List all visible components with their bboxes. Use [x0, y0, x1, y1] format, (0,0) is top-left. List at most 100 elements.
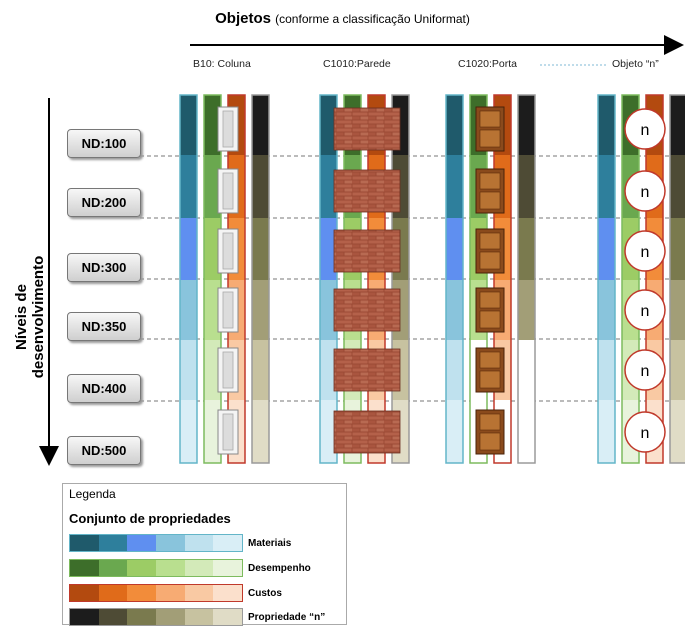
property-cell-materials: [320, 218, 337, 280]
door-panel: [479, 432, 501, 451]
door-panel: [479, 110, 501, 128]
legend-swatch-materials: [69, 534, 243, 552]
property-cell-property-n: [670, 218, 685, 280]
property-cell-materials: [180, 95, 197, 155]
door-panel: [479, 129, 501, 148]
legend-swatch-cell: [184, 609, 214, 625]
diagram-title: Objetos (conforme a classificação Unifor…: [0, 10, 685, 27]
n-circle-icon: [624, 411, 666, 453]
property-cell-materials: [446, 400, 463, 463]
n-circle-icon: [624, 230, 666, 272]
object-stack-column: [179, 94, 270, 464]
legend-subtitle: Conjunto de propriedades: [69, 511, 231, 526]
property-bar-costs: [367, 94, 386, 464]
property-cell-materials: [446, 280, 463, 340]
legend-swatch-cell: [184, 535, 214, 551]
legend-swatch-cell: [156, 560, 185, 576]
property-cell-materials: [598, 155, 615, 218]
property-cell-property-n: [518, 95, 535, 155]
legend: Legenda Conjunto de propriedades Materia…: [62, 483, 347, 626]
brick-wall-icon: [333, 229, 401, 273]
property-cell-property-n: [252, 95, 269, 155]
door-panel: [479, 291, 501, 309]
property-cell-property-n: [670, 340, 685, 400]
n-circle-label: n: [641, 122, 650, 139]
property-bar-property-n: [251, 94, 270, 464]
property-cell-materials: [320, 95, 337, 155]
brick-wall-icon: [333, 288, 401, 332]
property-cell-property-n: [518, 400, 535, 463]
door-panel: [479, 370, 501, 389]
n-circle-label: n: [641, 363, 650, 380]
property-cell-property-n: [252, 218, 269, 280]
property-cell-materials: [180, 340, 197, 400]
door-panel: [479, 172, 501, 190]
door-panel: [479, 310, 501, 329]
legend-swatch-cell: [127, 609, 157, 625]
column-shaft: [222, 232, 234, 270]
legend-swatch-cell: [98, 560, 128, 576]
object-label-column: B10: Coluna: [193, 58, 251, 70]
n-circle-label: n: [641, 244, 650, 261]
property-cell-materials: [446, 95, 463, 155]
legend-swatch-cell: [184, 585, 214, 601]
brick-wall-icon: [333, 169, 401, 213]
legend-swatch-cell: [156, 609, 185, 625]
y-axis-label: Níveis de desenvolvimento: [13, 255, 47, 379]
property-bar-materials: [597, 94, 616, 464]
property-cell-property-n: [670, 155, 685, 218]
legend-swatch-cell: [70, 560, 99, 576]
object-stack-door: [445, 94, 536, 464]
legend-swatch-performance: [69, 559, 243, 577]
legend-swatch-cell: [156, 535, 185, 551]
legend-swatch-cell: [70, 585, 99, 601]
legend-swatch-cell: [184, 560, 214, 576]
legend-swatch-cell: [213, 585, 243, 601]
property-cell-property-n: [670, 95, 685, 155]
legend-swatch-cell: [213, 609, 243, 625]
property-cell-materials: [598, 280, 615, 340]
property-bar-property-n: [517, 94, 536, 464]
property-cell-materials: [320, 155, 337, 218]
n-circle-label: n: [641, 184, 650, 201]
brick-wall-icon: [333, 348, 401, 392]
legend-swatch-cell: [127, 560, 157, 576]
n-circle-icon: [624, 349, 666, 391]
door-panel: [479, 191, 501, 210]
property-bar-performance: [203, 94, 222, 464]
property-cell-materials: [320, 340, 337, 400]
legend-swatch-property-n: [69, 608, 243, 626]
property-cell-materials: [446, 340, 463, 400]
property-bar-performance: [469, 94, 488, 464]
property-cell-property-n: [252, 280, 269, 340]
property-bar-costs: [645, 94, 664, 464]
property-bar-performance: [621, 94, 640, 464]
legend-swatch-cell: [98, 585, 128, 601]
property-cell-property-n: [252, 155, 269, 218]
grid-lines: [140, 155, 680, 402]
level-nd300: ND:300: [67, 253, 141, 282]
door-panel: [479, 251, 501, 270]
property-cell-performance: [204, 280, 221, 340]
property-cell-materials: [446, 218, 463, 280]
column-shaft: [222, 172, 234, 210]
legend-swatch-costs: [69, 584, 243, 602]
property-cell-performance: [204, 155, 221, 218]
legend-swatch-cell: [98, 535, 128, 551]
property-cell-performance: [204, 340, 221, 400]
n-circle-icon: [624, 108, 666, 150]
brick-wall-icon: [333, 107, 401, 151]
column-shaft: [222, 351, 234, 389]
legend-swatch-cell: [127, 585, 157, 601]
property-cell-property-n: [518, 155, 535, 218]
column-shaft: [222, 413, 234, 451]
property-cell-materials: [320, 280, 337, 340]
object-label-door: C1020:Porta: [458, 58, 517, 70]
property-bar-costs: [493, 94, 512, 464]
property-cell-materials: [180, 400, 197, 463]
legend-title: Legenda: [69, 487, 116, 501]
door-panel: [479, 351, 501, 369]
column-shaft: [222, 291, 234, 329]
